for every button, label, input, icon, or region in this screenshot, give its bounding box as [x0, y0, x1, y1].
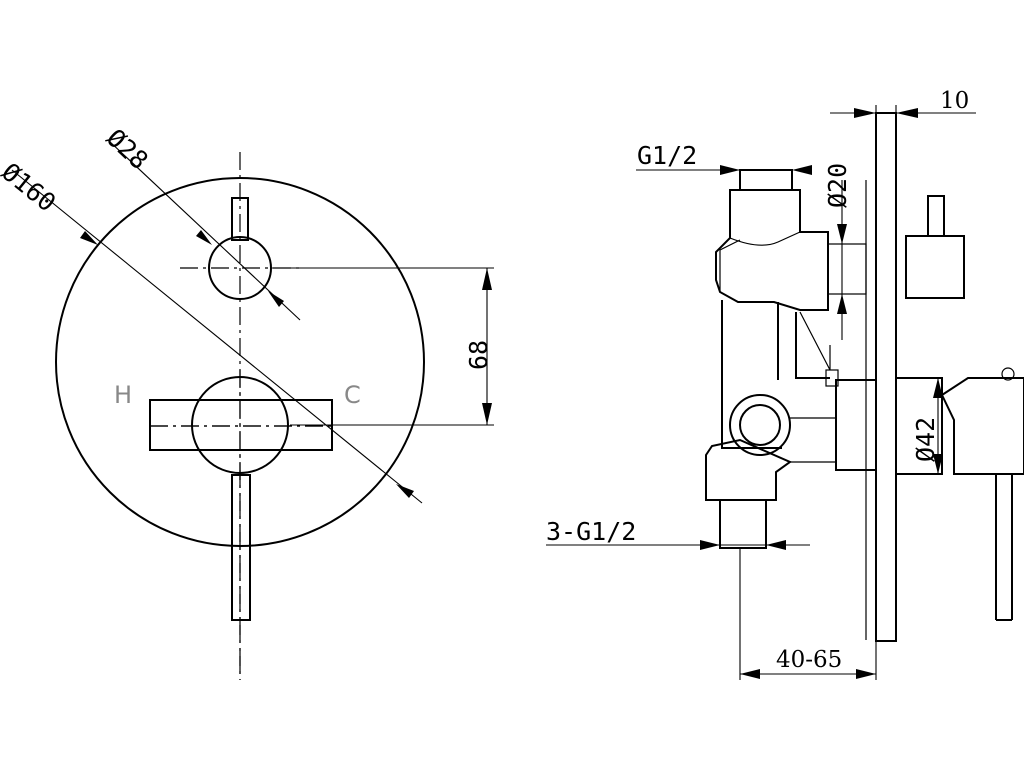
spout-diameter-label: Ø20 [823, 163, 852, 208]
valve-upper-body [715, 189, 829, 311]
side-handle-lever-body [940, 377, 1024, 475]
bottom-outlet-pipe [719, 499, 767, 549]
side-diverter-knob [905, 235, 965, 299]
handle-diameter-dimension: Ø28 [101, 123, 301, 321]
side-cover-plate [875, 112, 897, 642]
valve-body-column [721, 300, 830, 449]
inlet-nipple [739, 169, 793, 191]
side-handle-hub [895, 377, 943, 475]
side-diverter-stem [927, 195, 945, 237]
outlet-thread-label: 3-G1/2 [546, 517, 636, 546]
side-view: 10 G1/2 Ø20 Ø42 [546, 88, 1024, 680]
depth-dimension: 40-65 [739, 548, 877, 680]
inlet-thread-label: G1/2 [637, 141, 697, 170]
outlet-port-outer [729, 394, 791, 456]
plate-diameter-label: Ø160 [0, 157, 61, 217]
plate-thickness-label: 10 [940, 88, 969, 114]
knob-diameter-dimension: Ø42 [911, 378, 943, 474]
outlet-thread-dimension: 3-G1/2 [546, 517, 810, 550]
outlet-port-inner [739, 404, 781, 446]
diverter-knob [208, 236, 272, 300]
hot-label: H [114, 381, 132, 409]
mixer-lever [231, 474, 251, 621]
spout-diameter-dimension: Ø20 [823, 163, 866, 340]
depth-label: 40-65 [776, 647, 842, 673]
cartridge-housing [835, 379, 877, 471]
plate-diameter-dimension: Ø160 [0, 157, 423, 504]
front-view: H C Ø160 Ø28 68 [0, 123, 494, 680]
spacing-dimension: 68 [272, 267, 494, 426]
valve-lower-block [705, 438, 793, 501]
knob-diameter-label: Ø42 [911, 417, 940, 462]
diverter-stem [231, 197, 249, 241]
spacing-label: 68 [464, 340, 493, 370]
inlet-thread-dimension: G1/2 [636, 141, 812, 175]
handle-diameter-label: Ø28 [101, 123, 154, 175]
cold-label: C [344, 381, 361, 409]
plate-thickness-dimension: 10 [830, 88, 976, 180]
